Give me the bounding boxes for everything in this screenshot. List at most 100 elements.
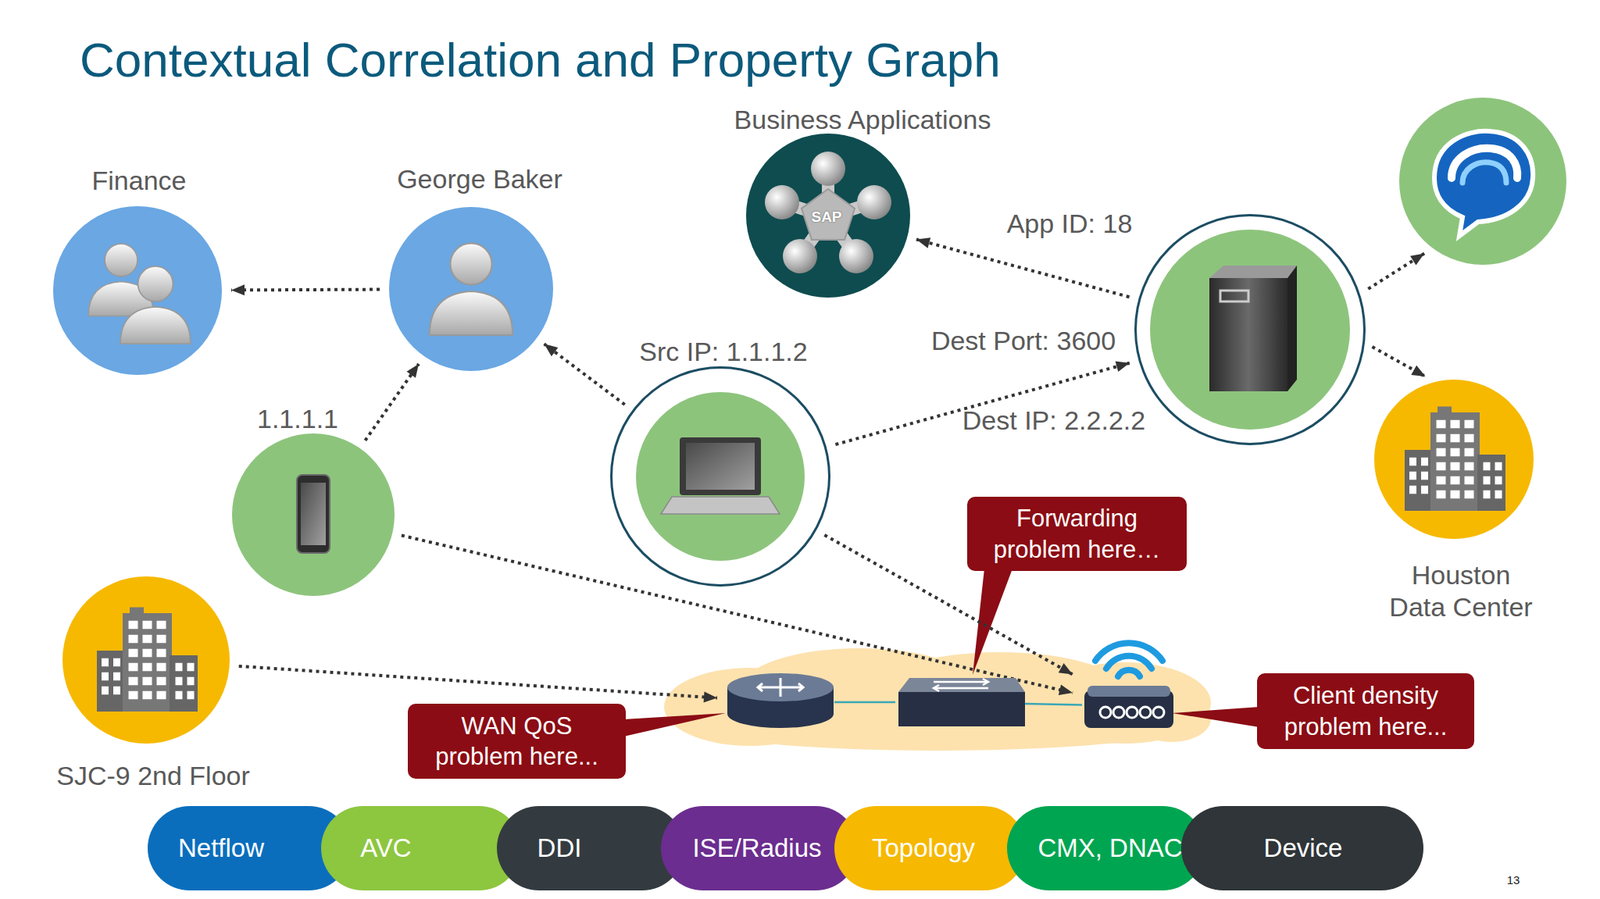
data-source-pill: AVC: [321, 806, 522, 891]
icon-part: [782, 202, 829, 218]
problem-callout: WAN QoS problem here...: [407, 703, 626, 779]
node-label: ISE/Radius: [692, 832, 822, 865]
edge-label: App ID: 18: [1007, 208, 1133, 240]
icon-part: [88, 243, 154, 316]
problem-callout: Client density problem here...: [1257, 673, 1475, 750]
icon-part: [1209, 278, 1288, 392]
server-icon: [1209, 265, 1297, 392]
icon-part: [757, 683, 763, 692]
link-line: [834, 702, 896, 704]
entity-ring: Src IP: 1.1.1.2: [610, 366, 831, 587]
laptop-icon: [660, 437, 780, 515]
icon-part: [828, 217, 857, 257]
node-fill: [1150, 229, 1350, 430]
icon-part: [933, 685, 940, 692]
node-label: George Baker: [396, 163, 563, 196]
edge-label: Dest Port: 3600: [931, 325, 1116, 357]
icon-part: [96, 607, 198, 713]
edge-line: [239, 666, 718, 699]
icon-part: [839, 239, 874, 274]
node-label: Finance: [92, 164, 187, 197]
icon-part: [898, 692, 1025, 727]
relation-arrow: [916, 237, 1130, 297]
relation-arrow: [835, 361, 1129, 446]
entity-circle: Houston Data Center: [1374, 379, 1534, 540]
problem-callout: Forwarding problem here…: [967, 496, 1187, 572]
icon-part: [933, 687, 989, 690]
network-device: [1082, 681, 1176, 732]
icon-part: [1153, 707, 1165, 718]
icon-part: [1100, 707, 1165, 718]
icon-part: [429, 242, 513, 336]
edge-line: [231, 288, 380, 293]
entity-circle: [1399, 97, 1567, 265]
icon-part: [1434, 131, 1533, 236]
icon-part: [1100, 707, 1111, 718]
entity-circle: Business Applications: [746, 133, 911, 298]
icon-part: [1106, 656, 1152, 669]
edge-note: Dest IP: 2.2.2.2: [962, 405, 1146, 436]
node-fill: [635, 392, 805, 561]
node-label: SJC-9 2nd Floor: [56, 760, 250, 793]
icon-part: [800, 217, 829, 257]
edge-line: [916, 239, 1130, 298]
arrow-head: [406, 364, 418, 379]
edge-line: [835, 363, 1129, 445]
relation-arrow: [364, 364, 419, 441]
icon-part: [1095, 642, 1163, 661]
icon-part: [1287, 265, 1297, 392]
icon-part: [801, 189, 855, 240]
node-label: Client density problem here...: [1272, 680, 1459, 743]
icon-part: [1132, 695, 1211, 743]
icon-part: [757, 678, 804, 697]
data-source-pill: Device: [1181, 806, 1424, 891]
icon-part: [798, 683, 804, 692]
icon-part: [821, 168, 835, 218]
icon-part: [1084, 690, 1174, 729]
entity-circle: George Baker: [389, 207, 554, 372]
node-label: CMX, DNAC: [1037, 832, 1183, 865]
arrow-head: [916, 237, 931, 249]
node-label: Forwarding problem here…: [982, 503, 1172, 565]
link-line: [1025, 703, 1083, 706]
user-icon: [429, 242, 513, 336]
icon-part: [300, 482, 326, 546]
icon-part: [1113, 707, 1125, 718]
icon-part: [810, 151, 846, 186]
icon-part: [933, 678, 989, 692]
building-icon: [96, 407, 1506, 713]
icon-part: [782, 239, 818, 274]
arrow-head: [543, 343, 558, 357]
node-label: Src IP: 1.1.1.2: [639, 335, 808, 368]
node-label: Device: [1264, 832, 1343, 865]
edge-line: [364, 364, 419, 441]
icon-part: [1451, 148, 1518, 179]
icon-part: [1209, 265, 1297, 279]
node-label: Houston Data Center: [1385, 559, 1538, 624]
icon-part: [727, 700, 834, 729]
icon-part: [1139, 707, 1151, 718]
icon-part: [782, 168, 875, 257]
icon-part: [764, 185, 800, 220]
icon-part: [1462, 162, 1507, 183]
node-label: Business Applications: [734, 103, 992, 136]
phone-icon: [296, 475, 330, 554]
data-source-pill: DDI: [496, 806, 685, 891]
icon-part: [764, 151, 892, 274]
data-source-pill: ISE/Radius: [660, 806, 858, 891]
icon-part: [727, 673, 834, 702]
icon-part: [1087, 685, 1171, 697]
edge-line: [543, 343, 625, 405]
icon-part: [1220, 290, 1249, 302]
relation-arrow: [543, 343, 625, 405]
arrow-head: [1115, 361, 1130, 372]
entity-circle: Finance: [53, 206, 222, 375]
icon-part: [685, 442, 755, 490]
icon-part: [828, 202, 875, 218]
chat-icon: [1434, 131, 1533, 236]
node-label: 1.1.1.1: [257, 403, 339, 436]
relation-arrow: [1367, 253, 1425, 289]
sap-molecule-icon: [764, 151, 892, 274]
router-icon: [727, 673, 834, 729]
